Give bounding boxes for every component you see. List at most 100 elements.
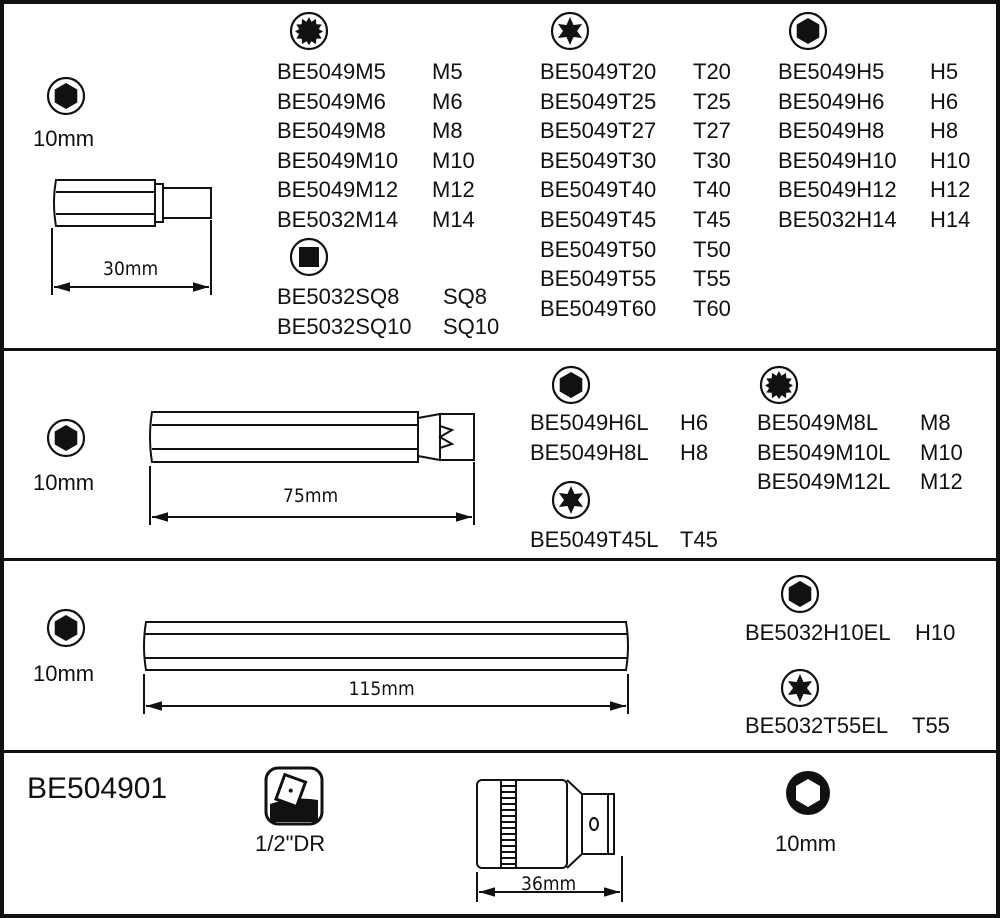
- bit-size: M12: [920, 469, 963, 495]
- bit-size: M6: [432, 88, 463, 114]
- torx-extra-long-bit-list: BE5032T55EL T55: [745, 711, 975, 741]
- bit-30mm-drawing: [51, 179, 212, 295]
- bit-size: M10: [920, 439, 963, 465]
- bit-part-number: BE5049H12: [778, 177, 897, 203]
- bit-size: T50: [693, 236, 731, 262]
- bit-part-number: BE5049M10L: [757, 439, 891, 465]
- bit-list-item: BE5049H8L H8: [530, 438, 730, 468]
- bit-size: T45: [680, 527, 718, 552]
- bit-list-item: BE5049T60 T60: [540, 294, 760, 324]
- hex-icon: [46, 76, 86, 116]
- bit-length: 115mm: [348, 678, 415, 700]
- bit-part-number: BE5049M8: [277, 118, 386, 144]
- section-divider: [0, 750, 1000, 753]
- bit-part-number: BE5032SQ10: [277, 313, 412, 339]
- bit-part-number: BE5049T27: [540, 118, 657, 144]
- bit-size: M12: [432, 177, 475, 203]
- holder-code: BE504901: [27, 772, 168, 805]
- bit-75mm-drawing: [149, 411, 475, 525]
- bit-part-number: BE5049T60: [540, 295, 657, 321]
- bit-part-number: BE5032SQ8: [277, 284, 400, 309]
- torx-icon: [780, 668, 820, 708]
- bit-size: H5: [930, 59, 959, 84]
- bit-holder-socket-drawing: [476, 779, 623, 902]
- bit-part-number: BE5032H10EL: [745, 620, 891, 645]
- spline-icon: [289, 11, 329, 51]
- bit-part-number: BE5032T55EL: [745, 713, 889, 738]
- bit-length: 30mm: [103, 258, 159, 280]
- bit-size: M14: [432, 206, 475, 232]
- bit-list-item: BE5049M8 M8: [277, 116, 507, 146]
- bit-size: M8: [920, 410, 951, 435]
- bit-part-number: BE5032M14: [277, 206, 399, 232]
- torx-icon: [551, 480, 591, 520]
- bit-list-item: BE5032M14 M14: [277, 205, 507, 235]
- bit-size: H10: [915, 620, 956, 645]
- bit-part-number: BE5049T45: [540, 206, 657, 232]
- bit-list-item: BE5032H10EL H10: [745, 618, 975, 648]
- square-icon: [289, 237, 329, 277]
- torx-icon: [550, 11, 590, 51]
- bit-size: H8: [930, 118, 959, 144]
- bit-size: T25: [693, 88, 731, 114]
- bit-part-number: BE5049H5: [778, 59, 885, 84]
- bit-list-item: BE5049M8L M8: [757, 408, 977, 438]
- hex-icon: [788, 11, 828, 51]
- bit-list-item: BE5049T30 T30: [540, 146, 760, 176]
- bit-size: H14: [930, 206, 971, 232]
- holder-length: 36mm: [521, 873, 577, 895]
- bit-part-number: BE5049H10: [778, 147, 897, 173]
- spline-icon: [759, 365, 799, 405]
- drive-label: 1/2"DR: [255, 831, 326, 856]
- bit-size: T30: [693, 147, 731, 173]
- bit-length: 75mm: [283, 485, 339, 507]
- bit-size: T60: [693, 295, 731, 321]
- bit-part-number: BE5049H8L: [530, 439, 649, 465]
- drive-size: 10mm: [33, 470, 95, 495]
- bit-part-number: BE5049T45L: [530, 527, 659, 552]
- bit-size: T27: [693, 118, 731, 144]
- hex-size: 10mm: [775, 831, 837, 856]
- bit-list-item: BE5032T55EL T55: [745, 711, 975, 741]
- bit-part-number: BE5049M10: [277, 147, 399, 173]
- bit-115mm-drawing: [143, 621, 629, 714]
- bit-part-number: BE5049T25: [540, 88, 657, 114]
- bit-size: M10: [432, 147, 475, 173]
- torx-long-bit-list: BE5049T45L T45: [530, 525, 750, 555]
- bit-size: M8: [432, 118, 463, 144]
- bit-size: T40: [693, 177, 731, 203]
- bit-size: T20: [693, 59, 731, 84]
- hex-extra-long-bit-list: BE5032H10EL H10: [745, 618, 975, 648]
- bit-part-number: BE5049M8L: [757, 410, 879, 435]
- bit-list-item: BE5049T50 T50: [540, 235, 760, 265]
- bit-list-item: BE5049T40 T40: [540, 175, 760, 205]
- bit-part-number: BE5049T40: [540, 177, 657, 203]
- bit-list-item: BE5049T25 T25: [540, 87, 760, 117]
- bit-size: T55: [912, 713, 950, 738]
- bit-part-number: BE5049T50: [540, 236, 657, 262]
- bit-size: T55: [693, 266, 731, 292]
- section-divider: [0, 348, 1000, 351]
- bit-size: H8: [680, 439, 709, 465]
- bit-part-number: BE5049T30: [540, 147, 657, 173]
- section-divider: [0, 558, 1000, 561]
- bit-part-number: BE5049M5: [277, 59, 386, 84]
- bit-size: H6: [680, 410, 709, 435]
- bit-part-number: BE5049T20: [540, 59, 657, 84]
